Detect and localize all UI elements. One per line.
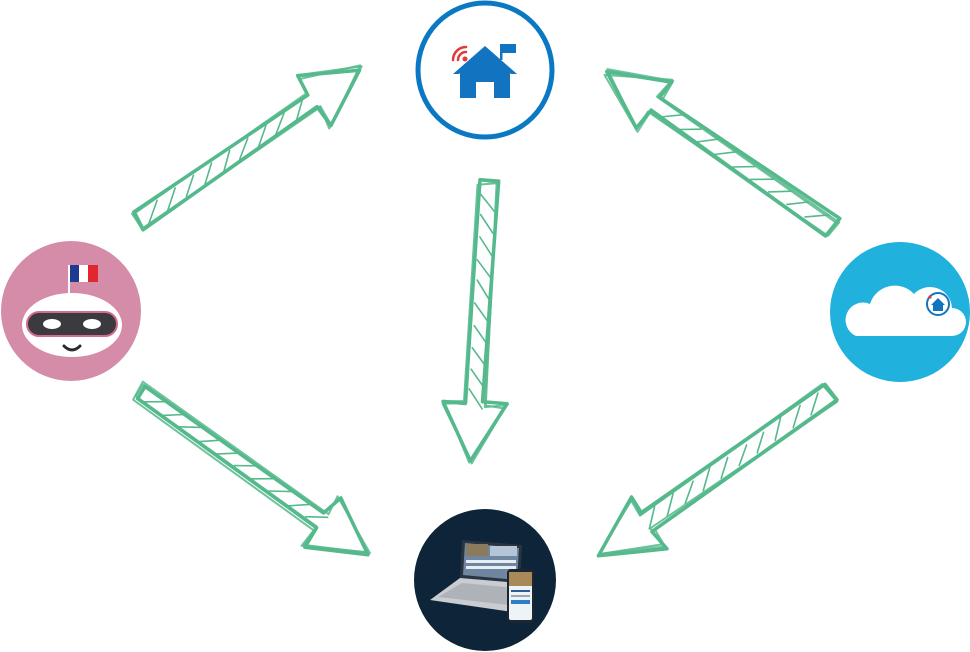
arrow-cloud-to-home: [603, 68, 842, 238]
cloud-node: [830, 242, 970, 382]
smart-home-node: [415, 0, 555, 140]
devices-node: [414, 509, 556, 651]
arrow-home-to-devices: [441, 178, 509, 465]
arrow-cloud-to-devices: [596, 382, 839, 558]
french-flag-icon: [68, 265, 98, 293]
arrow-bot-to-devices: [132, 380, 371, 557]
robot-icon: [22, 265, 122, 357]
arrow-bot-to-home: [131, 64, 363, 232]
laptop-phone-icon: [430, 540, 534, 623]
smart-home-icon: [451, 44, 517, 98]
robot-node: [1, 241, 141, 381]
home-badge-icon: [926, 292, 950, 316]
arrows-layer: [131, 64, 842, 558]
cloud-icon: [845, 285, 966, 336]
